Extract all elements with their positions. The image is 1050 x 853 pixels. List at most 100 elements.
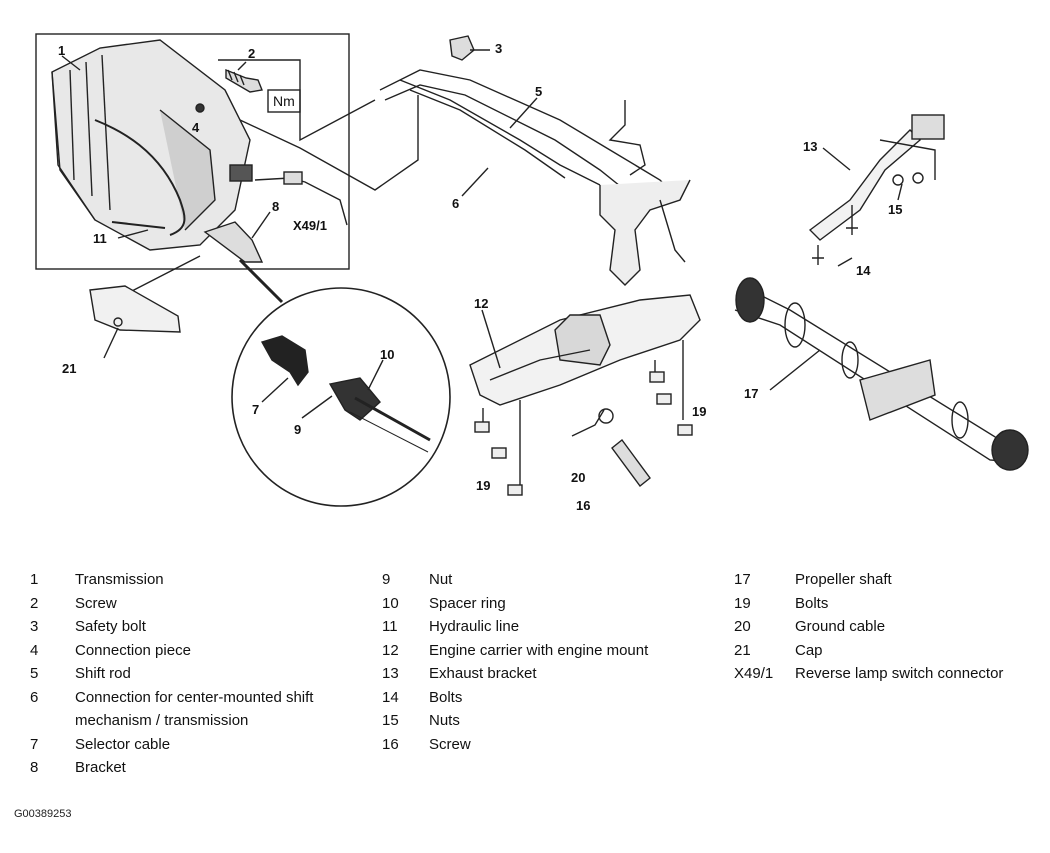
legend-item: 9 Nut <box>382 568 712 592</box>
legend-item-number: X49/1 <box>734 665 774 682</box>
callout-12: 12 <box>474 296 488 311</box>
legend-item-label: Propeller shaft <box>795 571 892 588</box>
callout-19-left: 19 <box>476 478 490 493</box>
callout-2: 2 <box>248 46 255 61</box>
callout-3: 3 <box>495 41 502 56</box>
callout-8: 8 <box>272 199 279 214</box>
legend-item-number: 11 <box>382 618 398 635</box>
bracket-drawing <box>203 221 264 263</box>
legend-item: 8 Bracket <box>30 756 370 780</box>
callout-17: 17 <box>744 386 758 401</box>
callout-9: 9 <box>294 422 301 437</box>
legend-item-number: 20 <box>734 618 751 635</box>
legend-item: 10 Spacer ring <box>382 592 712 616</box>
legend-item: 4 Connection piece <box>30 639 370 663</box>
legend-item-number: 5 <box>30 665 39 682</box>
callout-11: 11 <box>93 231 107 246</box>
callout-6: 6 <box>452 196 459 211</box>
legend-item-label: Bracket <box>75 759 126 776</box>
legend-item: 19 Bolts <box>734 592 1044 616</box>
legend-item-label: Connection piece <box>75 641 191 659</box>
legend-item-label: Selector cable <box>75 735 171 753</box>
callout-21: 21 <box>62 361 76 376</box>
legend-item-label: mechanism / transmission <box>75 712 249 729</box>
safety-bolt-drawing <box>449 35 475 61</box>
callout-16: 16 <box>576 498 590 513</box>
legend-item-number: 14 <box>382 688 399 706</box>
legend-item: 5 Shift rod <box>30 662 370 686</box>
legend-item-number: 8 <box>30 759 39 776</box>
legend-item-number: 3 <box>30 618 39 635</box>
callout-7: 7 <box>252 402 259 417</box>
bolts-14-drawing <box>812 205 858 265</box>
legend-item: 11 Hydraulic line <box>382 615 712 639</box>
legend-item: 7 Selector cable <box>30 733 370 757</box>
legend-item-number: 17 <box>734 571 751 588</box>
legend-item-number: 2 <box>30 594 39 612</box>
leader-lines <box>129 59 419 293</box>
callout-19-right: 19 <box>692 404 706 419</box>
legend-item-label: Shift rod <box>75 665 131 682</box>
legend-item-label: Safety bolt <box>75 618 146 635</box>
nuts-15-drawing <box>892 174 904 186</box>
exhaust-bracket-drawing <box>808 114 945 241</box>
legend-item-label: Bolts <box>429 688 463 706</box>
legend-item-label: Reverse lamp switch connector <box>795 665 1004 682</box>
legend-item-number: 13 <box>382 665 399 682</box>
legend-item-number: 4 <box>30 641 39 659</box>
legend-item-label: Nut <box>429 571 453 588</box>
legend-item: X49/1 Reverse lamp switch connector <box>734 662 1044 686</box>
legend-item-label: Nuts <box>429 712 460 729</box>
legend-column-3: 17 Propeller shaft 19 Bolts 20 Ground cable 21… <box>734 568 1044 686</box>
shift-linkage-drawing <box>379 69 691 286</box>
legend-column-2: 9 Nut 10 Spacer ring 11 Hydraulic line 12 Engin… <box>382 568 712 756</box>
legend-item: 3 Safety bolt <box>30 615 370 639</box>
screw-16-drawing <box>611 438 651 488</box>
legend-item-number: 7 <box>30 735 39 753</box>
legend-item-label: Hydraulic line <box>429 618 520 635</box>
legend-item-label: Engine carrier with engine mount <box>429 641 649 659</box>
legend-item-label: Transmission <box>75 571 164 588</box>
propeller-shaft-drawing <box>734 277 1029 471</box>
screw-drawing <box>225 68 263 93</box>
legend-item-label: Ground cable <box>795 618 886 635</box>
engine-carrier-drawing <box>469 294 701 496</box>
legend-item: mechanism / transmission <box>30 709 370 733</box>
legend-item-number: 15 <box>382 712 399 729</box>
selector-cable-detail <box>260 335 431 453</box>
callout-1: 1 <box>58 43 65 58</box>
magnified-detail-circle <box>231 287 451 507</box>
legend-item-label: Exhaust bracket <box>429 665 537 682</box>
legend-item: 20 Ground cable <box>734 615 1044 639</box>
legend-item-label: Screw <box>75 594 117 612</box>
transmission-inset-box <box>35 33 350 270</box>
callout-5: 5 <box>535 84 542 99</box>
legend-item-label: Bolts <box>795 594 829 612</box>
legend-item-number: 19 <box>734 594 751 612</box>
legend-item-number: 12 <box>382 641 399 659</box>
callout-4: 4 <box>192 120 200 135</box>
reverse-lamp-connector-drawing <box>254 177 348 226</box>
legend-item: 12 Engine carrier with engine mount <box>382 639 712 663</box>
legend-item-number: 6 <box>30 688 39 706</box>
callout-20: 20 <box>571 470 585 485</box>
callout-x49-1: X49/1 <box>293 218 327 233</box>
cap-drawing <box>89 285 181 333</box>
callout-10: 10 <box>380 347 394 362</box>
torque-label: Nm <box>273 93 295 109</box>
legend-item-number: 9 <box>382 571 391 588</box>
transmission-drawing <box>51 39 253 251</box>
legend-item: 17 Propeller shaft <box>734 568 1044 592</box>
legend-item-label: Screw <box>429 735 471 753</box>
legend-item-number: 10 <box>382 594 399 612</box>
legend-item-label: Spacer ring <box>429 594 506 612</box>
legend-item: 14 Bolts <box>382 686 712 710</box>
callout-13: 13 <box>803 139 817 154</box>
callout-15: 15 <box>888 202 902 217</box>
legend-item-label: Cap <box>795 641 823 659</box>
